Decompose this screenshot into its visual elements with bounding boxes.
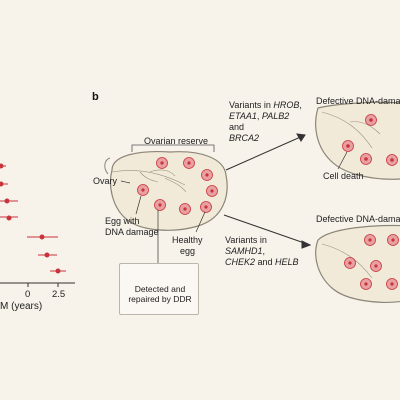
gene-samhd1: SAMHD1	[225, 246, 263, 256]
ovary-eggs	[137, 157, 218, 215]
top-variants-and: and	[229, 122, 245, 132]
healthy-egg-label-line1: Healthy	[172, 235, 203, 245]
ovarian-reserve-bracket	[131, 144, 215, 152]
main-ovary	[104, 150, 228, 231]
egg-dna-damage-label-line2: DNA damage	[105, 227, 159, 237]
defective-ddr-bottom-label: Defective DNA-damag	[316, 214, 400, 224]
gene-brca2: BRCA2	[229, 133, 260, 143]
arrow-to-top-outcome	[225, 133, 306, 171]
bottom-variants-and: and	[255, 257, 276, 267]
cell-death-label: Cell death	[323, 171, 364, 181]
bottom-variants-line2: SAMHD1,	[225, 246, 266, 256]
ddr-label-line2: repaired by DDR	[128, 294, 192, 304]
arrow-to-bottom-outcome	[223, 214, 312, 249]
forest-point-4	[0, 215, 18, 221]
top-variants-line2: ETAA1, PALB2	[229, 111, 290, 121]
top-variants-prefix: Variants in	[229, 100, 274, 110]
leader-lines	[120, 180, 206, 263]
egg-dna-damage-label-line1: Egg with	[105, 216, 140, 226]
forest-point-7	[50, 268, 66, 274]
forest-point-2	[0, 181, 8, 187]
gene-chek2: CHEK2	[225, 257, 256, 267]
top-outcome-ovary	[315, 101, 400, 180]
top-variants-line1: Variants in HROB,	[229, 100, 302, 110]
x-axis-label-fragment: M (years)	[0, 301, 43, 312]
gene-helb: HELB	[275, 257, 299, 267]
x-tick-2-5: 2.5	[52, 289, 66, 300]
gene-palb2: PALB2	[261, 111, 290, 121]
defective-ddr-top-label: Defective DNA-damag	[316, 96, 400, 106]
gene-etaa1: ETAA1	[229, 111, 257, 121]
bottom-variants-line1: Variants in	[225, 235, 267, 245]
bottom-variants-line3: CHEK2 and HELB	[225, 257, 299, 268]
ddr-label: Detected and repaired by DDR	[128, 284, 192, 304]
ddr-box: Detected and repaired by DDR	[119, 263, 199, 315]
panel-letter-b: b	[92, 91, 99, 103]
ddr-label-line1: Detected and	[134, 284, 186, 294]
ovary-label: Ovary	[93, 176, 118, 186]
forest-point-1	[0, 163, 6, 169]
forest-plot-x-axis	[0, 282, 75, 287]
healthy-egg-label-line2: egg	[180, 246, 196, 256]
x-tick-0: 0	[25, 289, 31, 300]
forest-point-6	[38, 252, 57, 258]
top-variants-line3: and	[229, 122, 244, 133]
forest-plot-points	[0, 163, 66, 274]
bottom-outcome-ovary	[315, 224, 400, 303]
forest-point-3	[0, 198, 18, 204]
ovarian-reserve-label: Ovarian reserve	[144, 136, 209, 146]
gene-hrob: HROB	[273, 100, 300, 110]
forest-point-5	[27, 234, 58, 240]
top-variants-line4: BRCA2	[229, 133, 259, 144]
